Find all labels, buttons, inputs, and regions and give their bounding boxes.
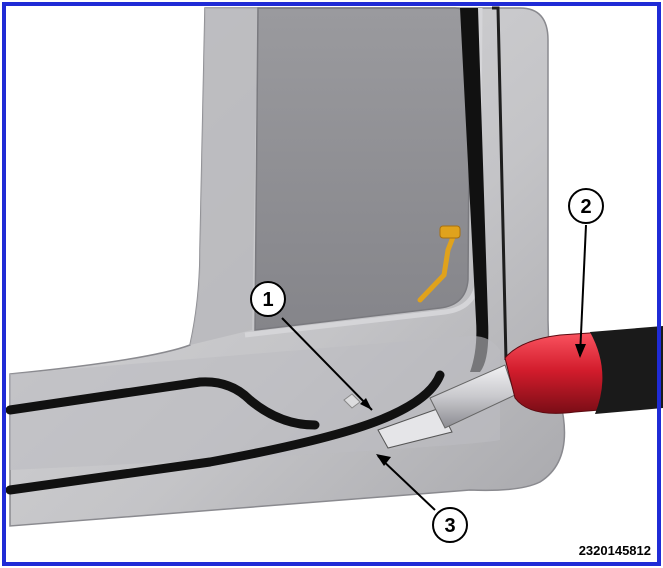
callout-1-arrowhead [360,398,372,410]
trim-stick-screwdriver [377,326,663,449]
callout-3-label: 3 [444,515,455,537]
callout-2-arrowhead [575,344,586,358]
door-pillar [190,8,258,345]
callout-3-leader [377,455,436,511]
callout-1-leader [281,317,373,411]
callout-2-label: 2 [580,196,591,218]
callout-1: 1 [250,281,286,317]
door-seal-right-edge [492,6,508,361]
door-seal-right [460,8,489,372]
weatherstrip-lower [5,370,445,495]
callout-2: 2 [568,188,604,224]
callout-3-arrowhead [376,454,391,466]
figure-id-label: 2320145812 [578,543,651,558]
callout-1-label: 1 [262,289,273,311]
retaining-clip [343,393,361,409]
weatherstrip-upper [5,377,320,430]
lock-rod [417,225,461,303]
callout-3: 3 [432,507,468,543]
callout-2-leader [579,224,587,357]
